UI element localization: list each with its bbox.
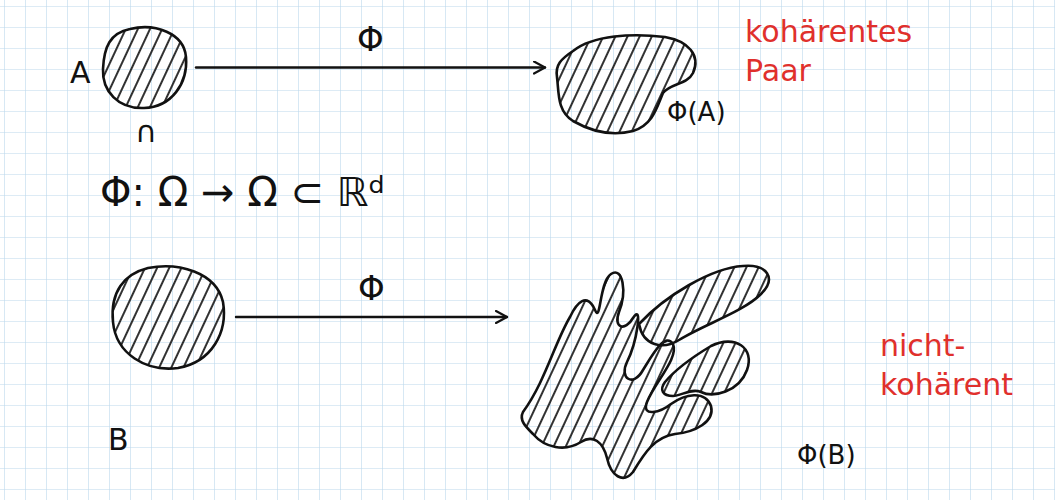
region-outline: [108, 262, 228, 372]
annotation: nicht-kohärent: [880, 326, 1045, 404]
hatched-region: B: [108, 262, 228, 372]
map-name: Φ: [357, 19, 384, 60]
subset-symbol: ∩: [135, 112, 157, 151]
region-shape: [113, 266, 224, 368]
hatched-region: Φ(B): [515, 262, 785, 482]
region-shape: [103, 27, 186, 108]
map-name: Φ: [358, 268, 385, 309]
region-shape: [662, 342, 749, 396]
set-name: B: [108, 422, 129, 458]
map-arrow: [196, 66, 545, 68]
map-arrow: [236, 316, 507, 318]
map-formula: Φ: Ω → Ω ⊂ ℝᵈ: [100, 166, 385, 218]
set-name: Φ(B): [797, 440, 856, 471]
region-shape: [639, 266, 769, 345]
set-name: A: [70, 55, 91, 91]
annotation: kohärentes Paar: [745, 12, 965, 90]
set-name: Φ(A): [667, 97, 726, 128]
hatched-region: A: [100, 25, 188, 110]
region-outline: [100, 25, 188, 110]
region-outline: [515, 262, 785, 482]
hatched-region: Φ(A): [553, 33, 703, 135]
